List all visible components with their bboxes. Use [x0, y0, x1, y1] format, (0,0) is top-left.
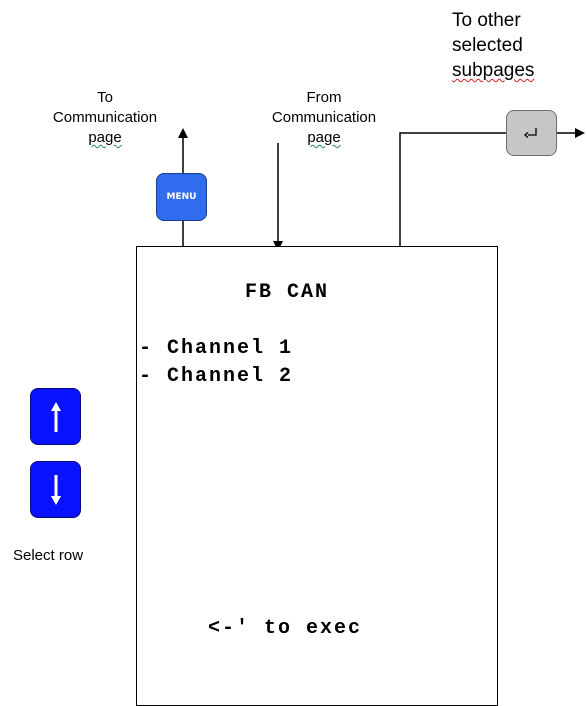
display-screen: FB CAN - Channel 1 - Channel 2 <-' to ex…	[136, 246, 498, 706]
menu-row-channel-2[interactable]: - Channel 2	[139, 365, 294, 388]
exec-hint: <-' to exec	[208, 617, 363, 640]
arrow-up-icon	[50, 401, 61, 432]
label-from-communication: From Communication page	[271, 89, 377, 146]
label-to-other-subpages: To other selected subpages	[452, 10, 535, 81]
label-to-communication: To Communication page	[52, 89, 158, 146]
select-row-label: Select row	[13, 547, 84, 564]
menu-button[interactable]: MENU	[156, 173, 207, 221]
arrow-down-icon	[50, 474, 61, 505]
menu-row-channel-1[interactable]: - Channel 1	[139, 337, 294, 360]
down-button[interactable]	[30, 461, 81, 518]
up-button[interactable]	[30, 388, 81, 445]
return-arrow-icon	[523, 128, 537, 138]
enter-button[interactable]	[506, 110, 557, 156]
menu-button-label: MENU	[166, 192, 197, 202]
arrow-to-subpages-path	[399, 132, 506, 246]
screen-title: FB CAN	[245, 281, 330, 304]
